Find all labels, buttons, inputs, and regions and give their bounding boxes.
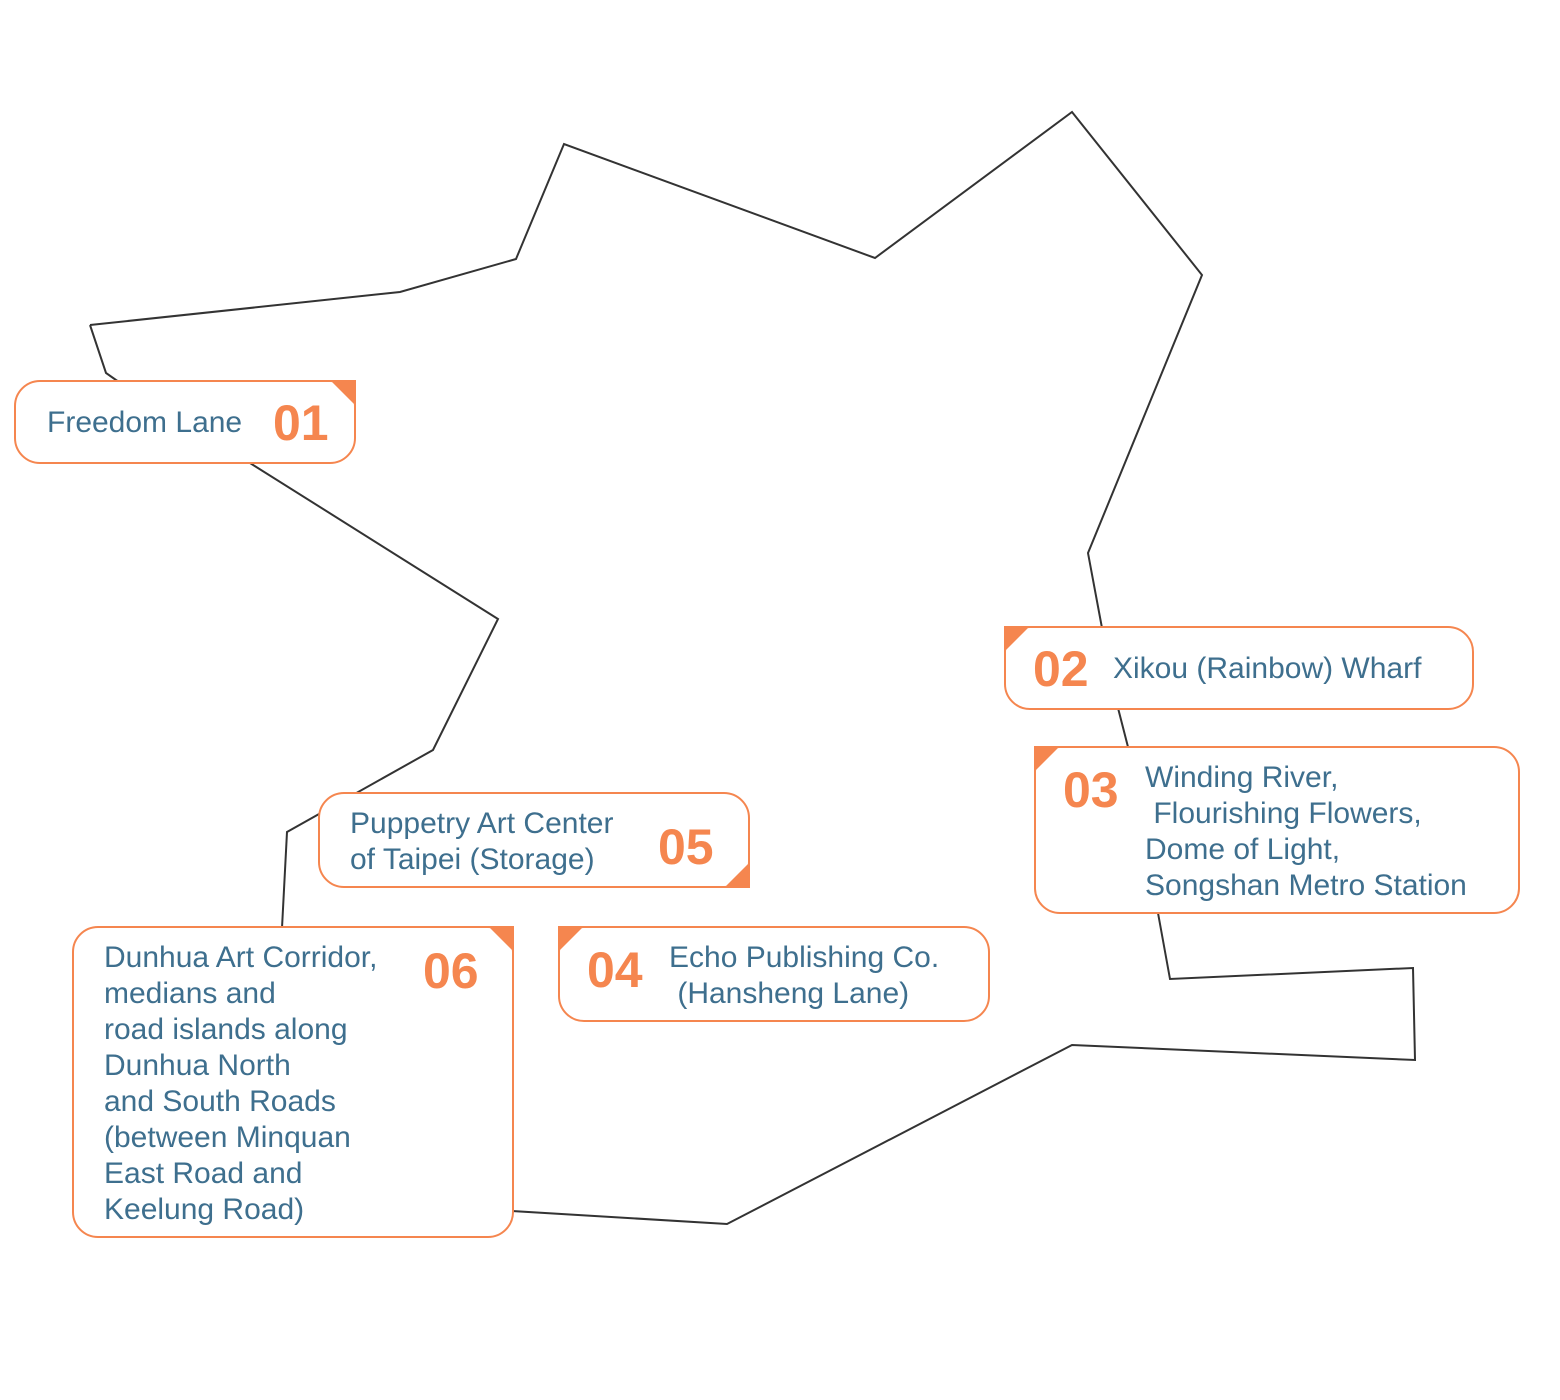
location-name: Puppetry Art Center of Taipei (Storage) [350,807,614,876]
corner-marker [558,926,584,952]
location-name: Echo Publishing Co. (Hansheng Lane) [669,941,940,1010]
location-card-03: 03 Winding River, Flourishing Flowers, D… [1034,746,1520,914]
location-card-01: Freedom Lane 01 [14,380,356,464]
location-card-05: Puppetry Art Center of Taipei (Storage) … [318,792,750,888]
location-number: 05 [658,819,714,875]
location-name: Winding River, Flourishing Flowers, Dome… [1145,761,1467,902]
corner-marker [1034,746,1060,772]
location-number: 04 [587,942,643,998]
location-number: 03 [1063,762,1119,818]
location-card-02: 02 Xikou (Rainbow) Wharf [1004,626,1474,710]
corner-marker [724,862,750,888]
location-card-04: 04 Echo Publishing Co. (Hansheng Lane) [558,926,990,1022]
corner-marker [330,380,356,406]
location-name: Dunhua Art Corridor, medians and road is… [104,941,378,1226]
location-number: 06 [423,943,479,999]
location-number: 01 [273,395,329,451]
location-number: 02 [1033,641,1089,697]
location-name: Xikou (Rainbow) Wharf [1113,652,1422,685]
location-name: Freedom Lane [47,406,243,439]
corner-marker [1004,626,1030,652]
corner-marker [488,926,514,952]
location-card-06: Dunhua Art Corridor, medians and road is… [72,926,514,1238]
